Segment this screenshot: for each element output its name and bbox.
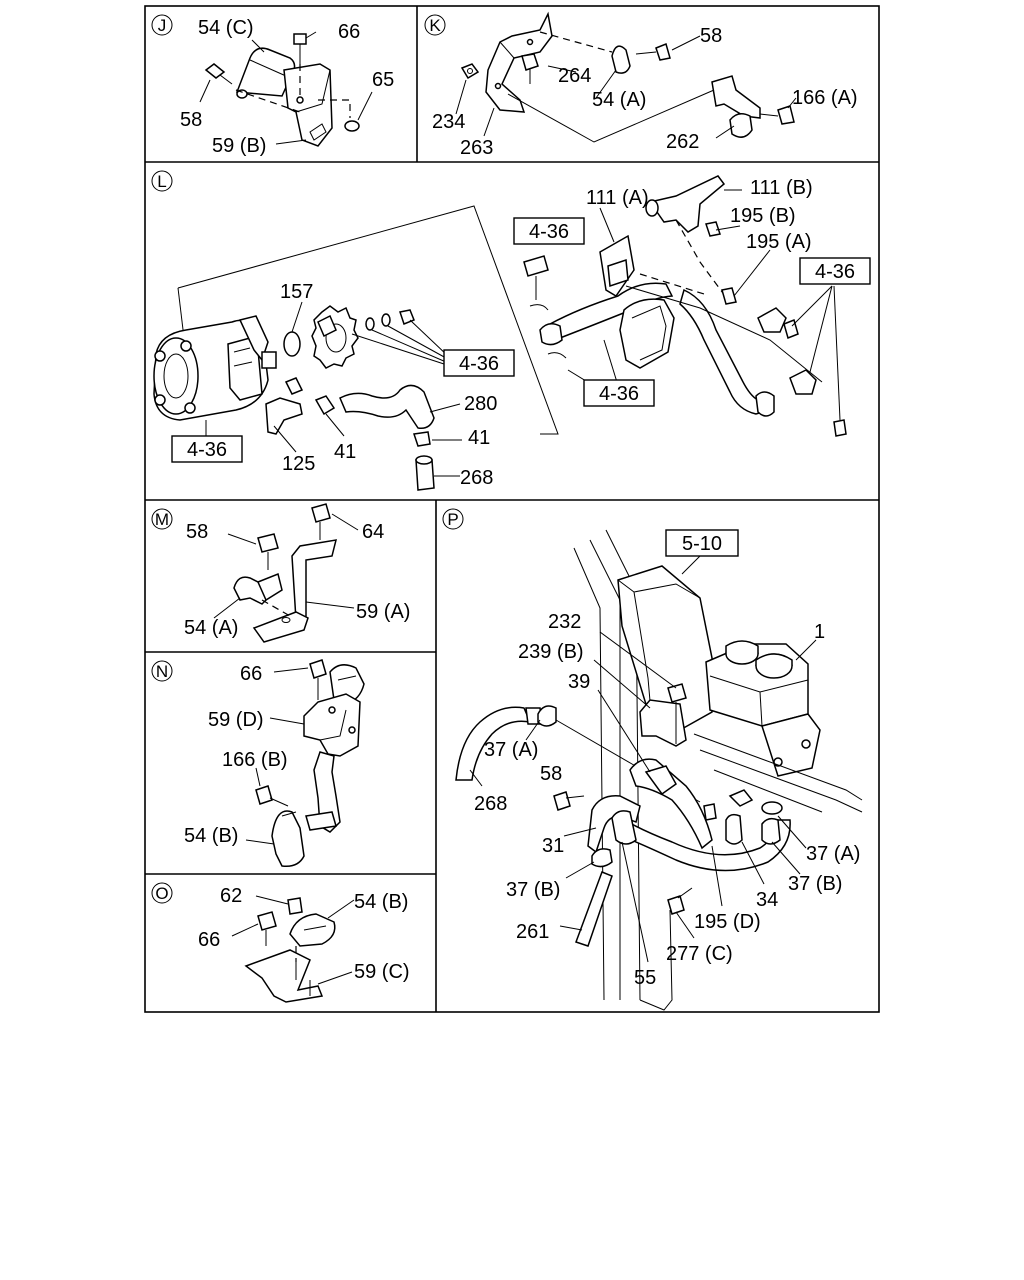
label-n-54b: 54 (B) [184,825,238,847]
label-l-157: 157 [280,281,313,303]
label-o-59c: 59 (C) [354,961,410,983]
label-m-58: 58 [186,521,208,543]
ref-l-4-36-pipe: 4-36 [599,383,639,405]
label-n-166b: 166 (B) [222,749,288,771]
section-l-letter: L [157,172,166,191]
label-l-280: 280 [464,393,497,415]
label-p-232: 232 [548,611,581,633]
label-p-55: 55 [634,967,656,989]
label-l-111b: 111 (B) [750,177,813,199]
section-j: J 54 (C) 66 65 58 59 (B) [151,14,394,157]
section-frames [144,5,880,1013]
label-n-59d: 59 (D) [208,709,264,731]
label-j-58: 58 [180,109,202,131]
label-o-54b: 54 (B) [354,891,408,913]
label-k-166a: 166 (A) [792,87,858,109]
label-k-58: 58 [700,25,722,47]
label-p-37a-left: 37 (A) [484,739,538,761]
section-j-letter: J [158,16,167,35]
label-l-41b: 41 [468,427,490,449]
label-m-54a: 54 (A) [184,617,238,639]
label-m-59a: 59 (A) [356,601,410,623]
label-o-62: 62 [220,885,242,907]
label-n-66: 66 [240,663,262,685]
label-p-1: 1 [814,621,825,643]
section-n-letter: N [156,662,168,681]
section-o: O 62 54 (B) 66 59 (C) [151,882,410,1003]
ref-l-4-36-gear: 4-36 [459,353,499,375]
section-l: L [151,170,871,491]
label-p-239b: 239 (B) [518,641,584,663]
label-o-66: 66 [198,929,220,951]
label-l-268: 268 [460,467,493,489]
label-p-58: 58 [540,763,562,785]
label-l-195a: 195 (A) [746,231,812,253]
label-l-125: 125 [282,453,315,475]
label-j-54c: 54 (C) [198,17,254,39]
section-o-letter: O [155,884,168,903]
section-n: N 66 59 (D) 166 (B) 54 (B) [151,659,365,868]
label-m-64: 64 [362,521,384,543]
label-k-234: 234 [432,111,465,133]
label-k-262: 262 [666,131,699,153]
label-p-195d: 195 (D) [694,911,761,933]
section-k-letter: K [429,16,441,35]
label-p-268: 268 [474,793,507,815]
label-p-37b-right: 37 (B) [788,873,842,895]
label-k-54a: 54 (A) [592,89,646,111]
label-l-41a: 41 [334,441,356,463]
label-p-31: 31 [542,835,564,857]
label-p-261: 261 [516,921,549,943]
label-p-277c: 277 (C) [666,943,733,965]
label-k-263: 263 [460,137,493,159]
label-l-195b: 195 (B) [730,205,796,227]
ref-l-4-36-pump: 4-36 [187,439,227,461]
section-m-letter: M [155,510,169,529]
ref-l-4-36-right: 4-36 [815,261,855,283]
label-p-37b-left: 37 (B) [506,879,560,901]
section-m: M 58 64 59 (A) 54 (A) [151,503,410,643]
section-k: K 58 264 54 (A) 166 ( [424,11,858,159]
section-p: P [442,508,863,1011]
ref-l-4-36-top: 4-36 [529,221,569,243]
label-p-34: 34 [756,889,778,911]
label-p-39: 39 [568,671,590,693]
label-l-111a: 111 (A) [586,187,649,209]
label-k-264: 264 [558,65,591,87]
label-j-66: 66 [338,21,360,43]
label-j-59b: 59 (B) [212,135,266,157]
label-j-65: 65 [372,69,394,91]
label-p-37a-right: 37 (A) [806,843,860,865]
ref-p-5-10: 5-10 [682,533,722,555]
section-p-letter: P [447,510,458,529]
